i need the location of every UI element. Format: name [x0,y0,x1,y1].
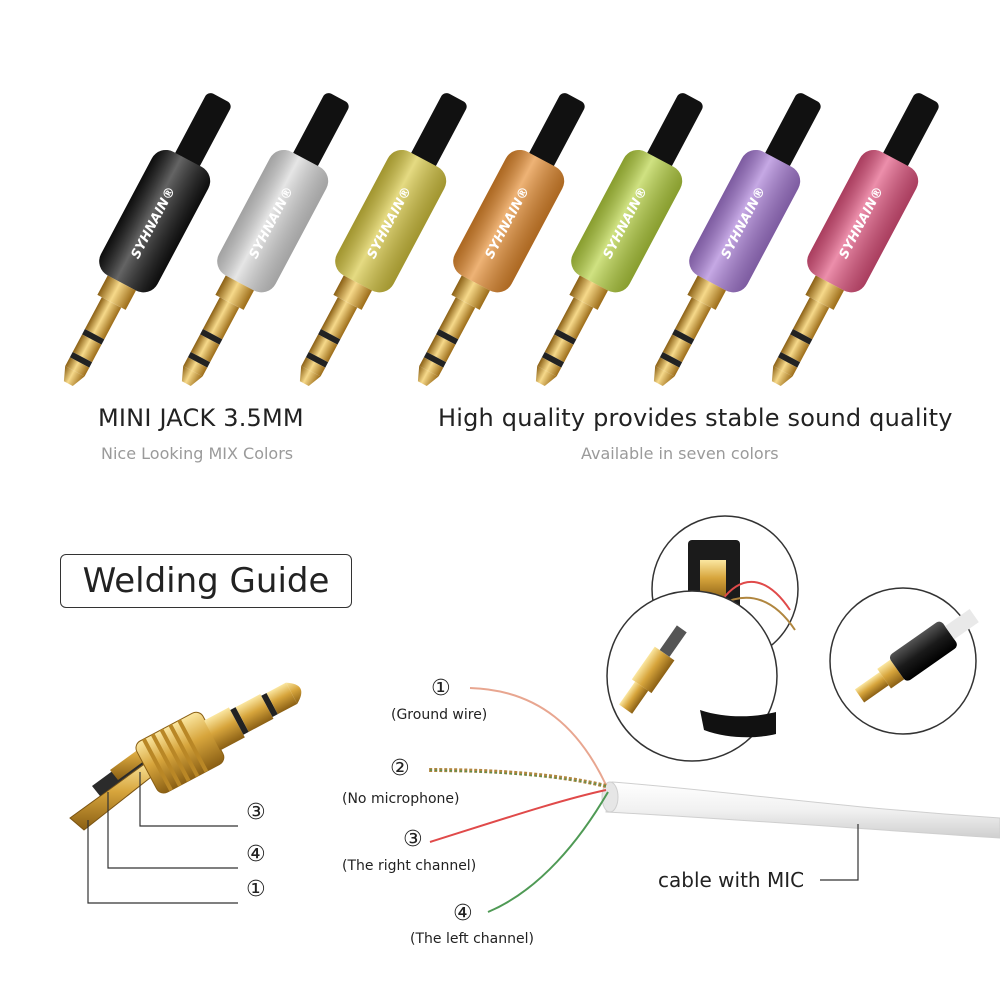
wire-1-num: ① [431,676,451,701]
plug-1: SYHNAIN® [63,93,231,386]
plug-6: SYHNAIN® [653,93,821,386]
detail-circle-left [606,590,778,762]
plugs-illustration: SYHNAIN®SYHNAIN®SYHNAIN®SYHNAIN®SYHNAIN®… [63,93,939,386]
cable-with-mic-label: cable with MIC [658,868,805,892]
wire-1-label: (Ground wire) [391,707,488,723]
jack-pin-label-1: ① [246,877,266,902]
jack-pin-label-4: ④ [246,842,266,867]
welding-guide-title: Welding Guide [60,554,352,608]
welding-guide-text: Welding Guide [82,561,330,601]
cable-diagram [427,687,1000,913]
wire-4-num: ④ [453,901,473,926]
caption-high-quality: High quality provides stable sound quali… [438,404,953,432]
wire-2-label: (No microphone) [342,791,460,807]
wire-4-label: (The left channel) [410,931,534,947]
detail-circle-right [829,587,979,735]
plug-7: SYHNAIN® [771,93,939,386]
plug-2: SYHNAIN® [181,93,349,386]
plug-3: SYHNAIN® [299,93,467,386]
caption-seven-colors: Available in seven colors [581,444,779,463]
jack-plug-diagram [69,682,302,904]
caption-mini-jack: MINI JACK 3.5MM [98,404,304,432]
wire-3-label: (The right channel) [342,858,477,874]
wire-3-num: ③ [403,827,423,852]
jack-pin-label-3: ③ [246,800,266,825]
caption-mix-colors: Nice Looking MIX Colors [101,444,294,463]
plug-5: SYHNAIN® [535,93,703,386]
wire-2-num: ② [390,756,410,781]
plug-4: SYHNAIN® [417,93,585,386]
